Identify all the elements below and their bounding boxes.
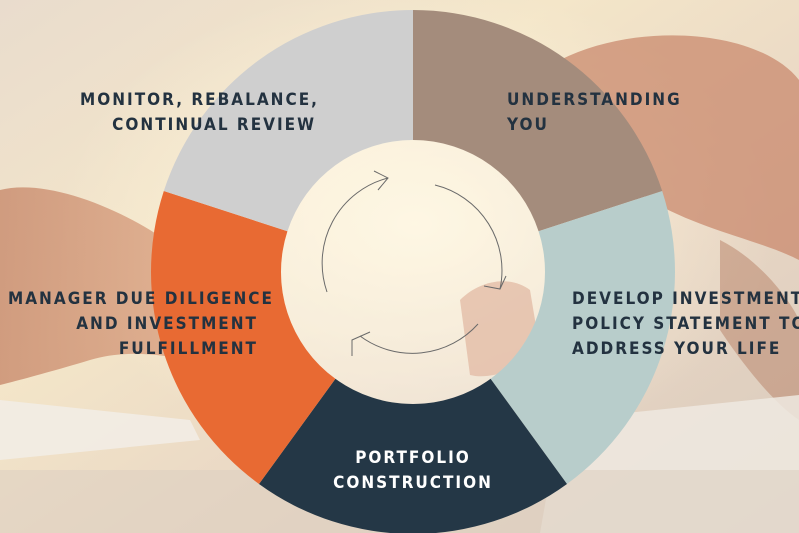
cycle-arrows-icon: [321, 170, 507, 356]
segment-policy: [490, 191, 676, 484]
segment-label-line: ADDRESS YOUR LIFE: [572, 339, 782, 359]
segment-label-line: YOU: [507, 115, 549, 135]
center-disc: [281, 140, 545, 404]
segment-label-line: FULFILLMENT: [118, 339, 258, 359]
segment-label-line: MONITOR, REBALANCE,: [80, 90, 319, 110]
segment-monitor: [163, 10, 413, 232]
segment-understanding: [413, 10, 663, 232]
segment-label-portfolio: PORTFOLIO CONSTRUCTION: [320, 446, 506, 496]
segment-label-monitor: MONITOR, REBALANCE, CONTINUAL REVIEW: [80, 88, 319, 138]
segment-label-line: CONTINUAL REVIEW: [112, 115, 316, 135]
segment-label-understanding: UNDERSTANDING YOU: [507, 88, 682, 138]
segment-label-line: CONSTRUCTION: [333, 473, 493, 493]
segment-label-line: MANAGER DUE DILIGENCE: [8, 289, 274, 309]
segment-label-line: DEVELOP INVESTMENT: [572, 289, 799, 309]
segment-portfolio: [259, 378, 567, 533]
segment-label-policy: DEVELOP INVESTMENT POLICY STATEMENT TO A…: [572, 287, 799, 362]
segment-label-line: POLICY STATEMENT TO: [572, 314, 799, 334]
segment-manager: [150, 191, 336, 484]
segment-label-line: UNDERSTANDING: [507, 90, 682, 110]
segment-label-line: AND INVESTMENT: [76, 314, 258, 334]
segment-label-manager: MANAGER DUE DILIGENCE AND INVESTMENT FUL…: [8, 287, 274, 362]
segment-label-line: PORTFOLIO: [355, 448, 471, 468]
